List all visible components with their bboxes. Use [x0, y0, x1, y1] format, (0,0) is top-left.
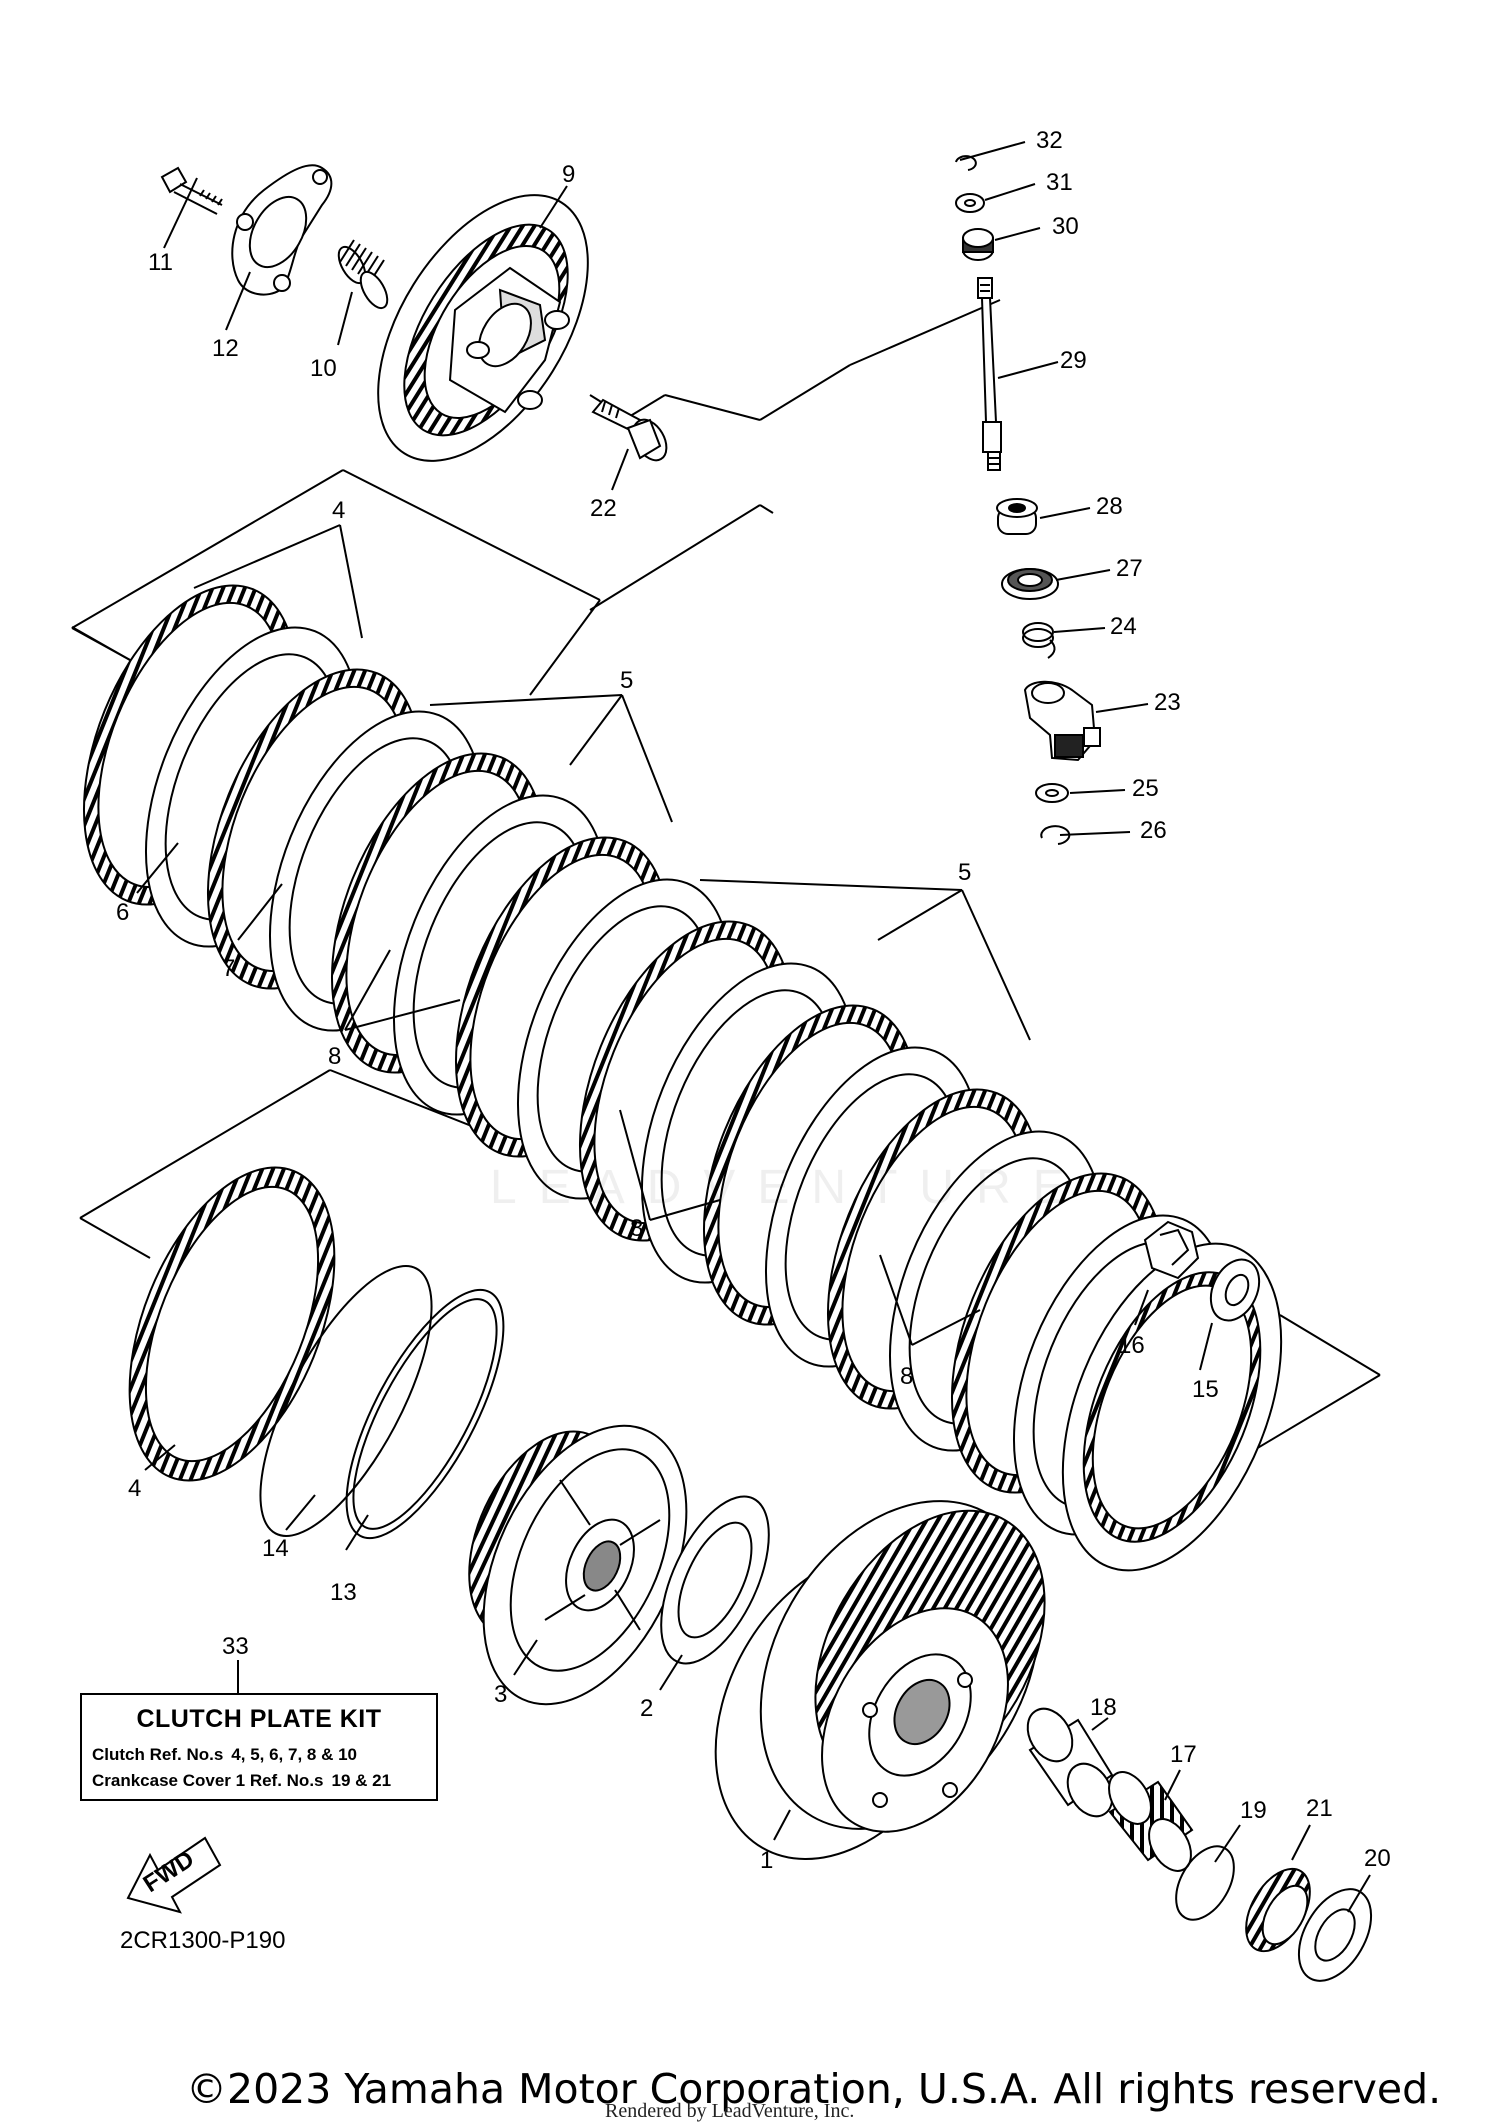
callout-c26: 26 — [1140, 817, 1167, 844]
oil-seal-part — [962, 228, 994, 261]
kit-line-clutch: Clutch Ref. No.s 4, 5, 6, 7, 8 & 10 — [92, 1745, 357, 1765]
clutch-plate-stack — [82, 584, 1283, 1572]
callout-c17: 17 — [1170, 1741, 1197, 1768]
fwd-arrow — [126, 1836, 222, 1914]
bolt-part — [160, 166, 223, 215]
clutch-plate-kit-box: CLUTCH PLATE KIT Clutch Ref. No.s 4, 5, 6… — [80, 1693, 438, 1801]
cushion-ring-part — [345, 1288, 505, 1540]
callout-c4a: 4 — [332, 497, 345, 524]
push-lever-shaft-part — [977, 277, 1002, 471]
retainer-plate-part — [231, 164, 333, 296]
callout-c27: 27 — [1116, 555, 1143, 582]
push-lever-shaft-assembly — [955, 155, 1101, 845]
kit-line-crankcase-refs: 19 & 21 — [331, 1771, 392, 1790]
callout-c8b: 8 — [630, 1215, 643, 1242]
copyright-notice: ©2023 Yamaha Motor Corporation, U.S.A. A… — [186, 2065, 1442, 2113]
kit-line-crankcase: Crankcase Cover 1 Ref. No.s 19 & 21 — [92, 1771, 391, 1791]
push-rod-part — [591, 398, 668, 462]
needle-bearing-part — [1108, 1771, 1194, 1872]
callout-c22: 22 — [590, 495, 617, 522]
pressure-plate-assembly — [160, 164, 668, 462]
circlip-small-part — [1040, 825, 1071, 845]
lock-nut-part — [1143, 1220, 1200, 1280]
callout-c20: 20 — [1364, 1845, 1391, 1872]
callout-c32: 32 — [1036, 127, 1063, 154]
clutch-boss-part — [468, 1424, 688, 1706]
callout-c12: 12 — [212, 335, 239, 362]
wire-ring-part — [259, 1265, 433, 1537]
lock-washer-part — [1209, 1258, 1261, 1322]
rendered-by-notice: Rendered by LeadVenture, Inc. — [605, 2100, 855, 2122]
callout-c4b: 4 — [128, 1475, 141, 1502]
callout-c18: 18 — [1090, 1694, 1117, 1721]
leader-lines — [136, 141, 1371, 1913]
callout-c19: 19 — [1240, 1797, 1267, 1824]
callout-c11: 11 — [148, 249, 173, 276]
callout-c14: 14 — [262, 1535, 289, 1562]
bearing-part — [996, 498, 1038, 535]
callout-c29: 29 — [1060, 347, 1087, 374]
drive-gear-part — [1245, 1867, 1311, 1953]
clutch-housing-assembly — [126, 1166, 1373, 1982]
callout-c15: 15 — [1192, 1376, 1219, 1403]
pressure-plate-part — [377, 194, 589, 462]
callout-c3: 3 — [494, 1681, 507, 1708]
callout-c7: 7 — [222, 955, 235, 982]
callout-c8c: 8 — [900, 1363, 913, 1390]
callout-c8a: 8 — [328, 1043, 341, 1070]
spring-part — [337, 239, 389, 310]
kit-title: CLUTCH PLATE KIT — [136, 1705, 382, 1733]
callout-c16: 16 — [1118, 1332, 1145, 1359]
callout-c2: 2 — [640, 1695, 653, 1722]
circlip-part — [955, 155, 977, 171]
callout-c31: 31 — [1046, 169, 1073, 196]
callout-numbers: 3231302928272423252691112102245567888161… — [116, 127, 1391, 1874]
callout-c10: 10 — [310, 355, 337, 382]
callout-c13: 13 — [330, 1579, 357, 1606]
kit-line-clutch-refs: 4, 5, 6, 7, 8 & 10 — [231, 1745, 357, 1764]
watermark-text: LEADVENTURE — [490, 1161, 1087, 1214]
torsion-spring-part — [1022, 622, 1056, 659]
kit-line-clutch-label: Clutch Ref. No.s — [92, 1745, 224, 1764]
callout-c25: 25 — [1132, 775, 1159, 802]
callout-c23: 23 — [1154, 689, 1181, 716]
diagram-code: 2CR1300-P190 — [120, 1927, 286, 1954]
callout-c30: 30 — [1052, 213, 1079, 240]
callout-c6: 6 — [116, 899, 129, 926]
oil-seal-large-part — [1001, 568, 1059, 600]
push-lever-part — [1023, 680, 1101, 762]
collar-part — [1026, 1707, 1114, 1818]
callout-c1: 1 — [760, 1847, 773, 1874]
callout-c33: 33 — [222, 1633, 249, 1660]
washer-hole — [964, 199, 976, 207]
callout-c9: 9 — [562, 161, 575, 188]
kit-line-crankcase-label: Crankcase Cover 1 Ref. No.s — [92, 1771, 324, 1790]
callout-c24: 24 — [1110, 613, 1137, 640]
callout-c21: 21 — [1306, 1795, 1333, 1822]
callout-c5b: 5 — [958, 859, 971, 886]
clutch-housing-part — [714, 1500, 1046, 1861]
friction-plate-bottom-part — [128, 1166, 336, 1482]
washer-small-hole — [1045, 789, 1059, 797]
outline-lines — [71, 299, 1381, 1546]
callout-c5a: 5 — [620, 667, 633, 694]
callout-c28: 28 — [1096, 493, 1123, 520]
